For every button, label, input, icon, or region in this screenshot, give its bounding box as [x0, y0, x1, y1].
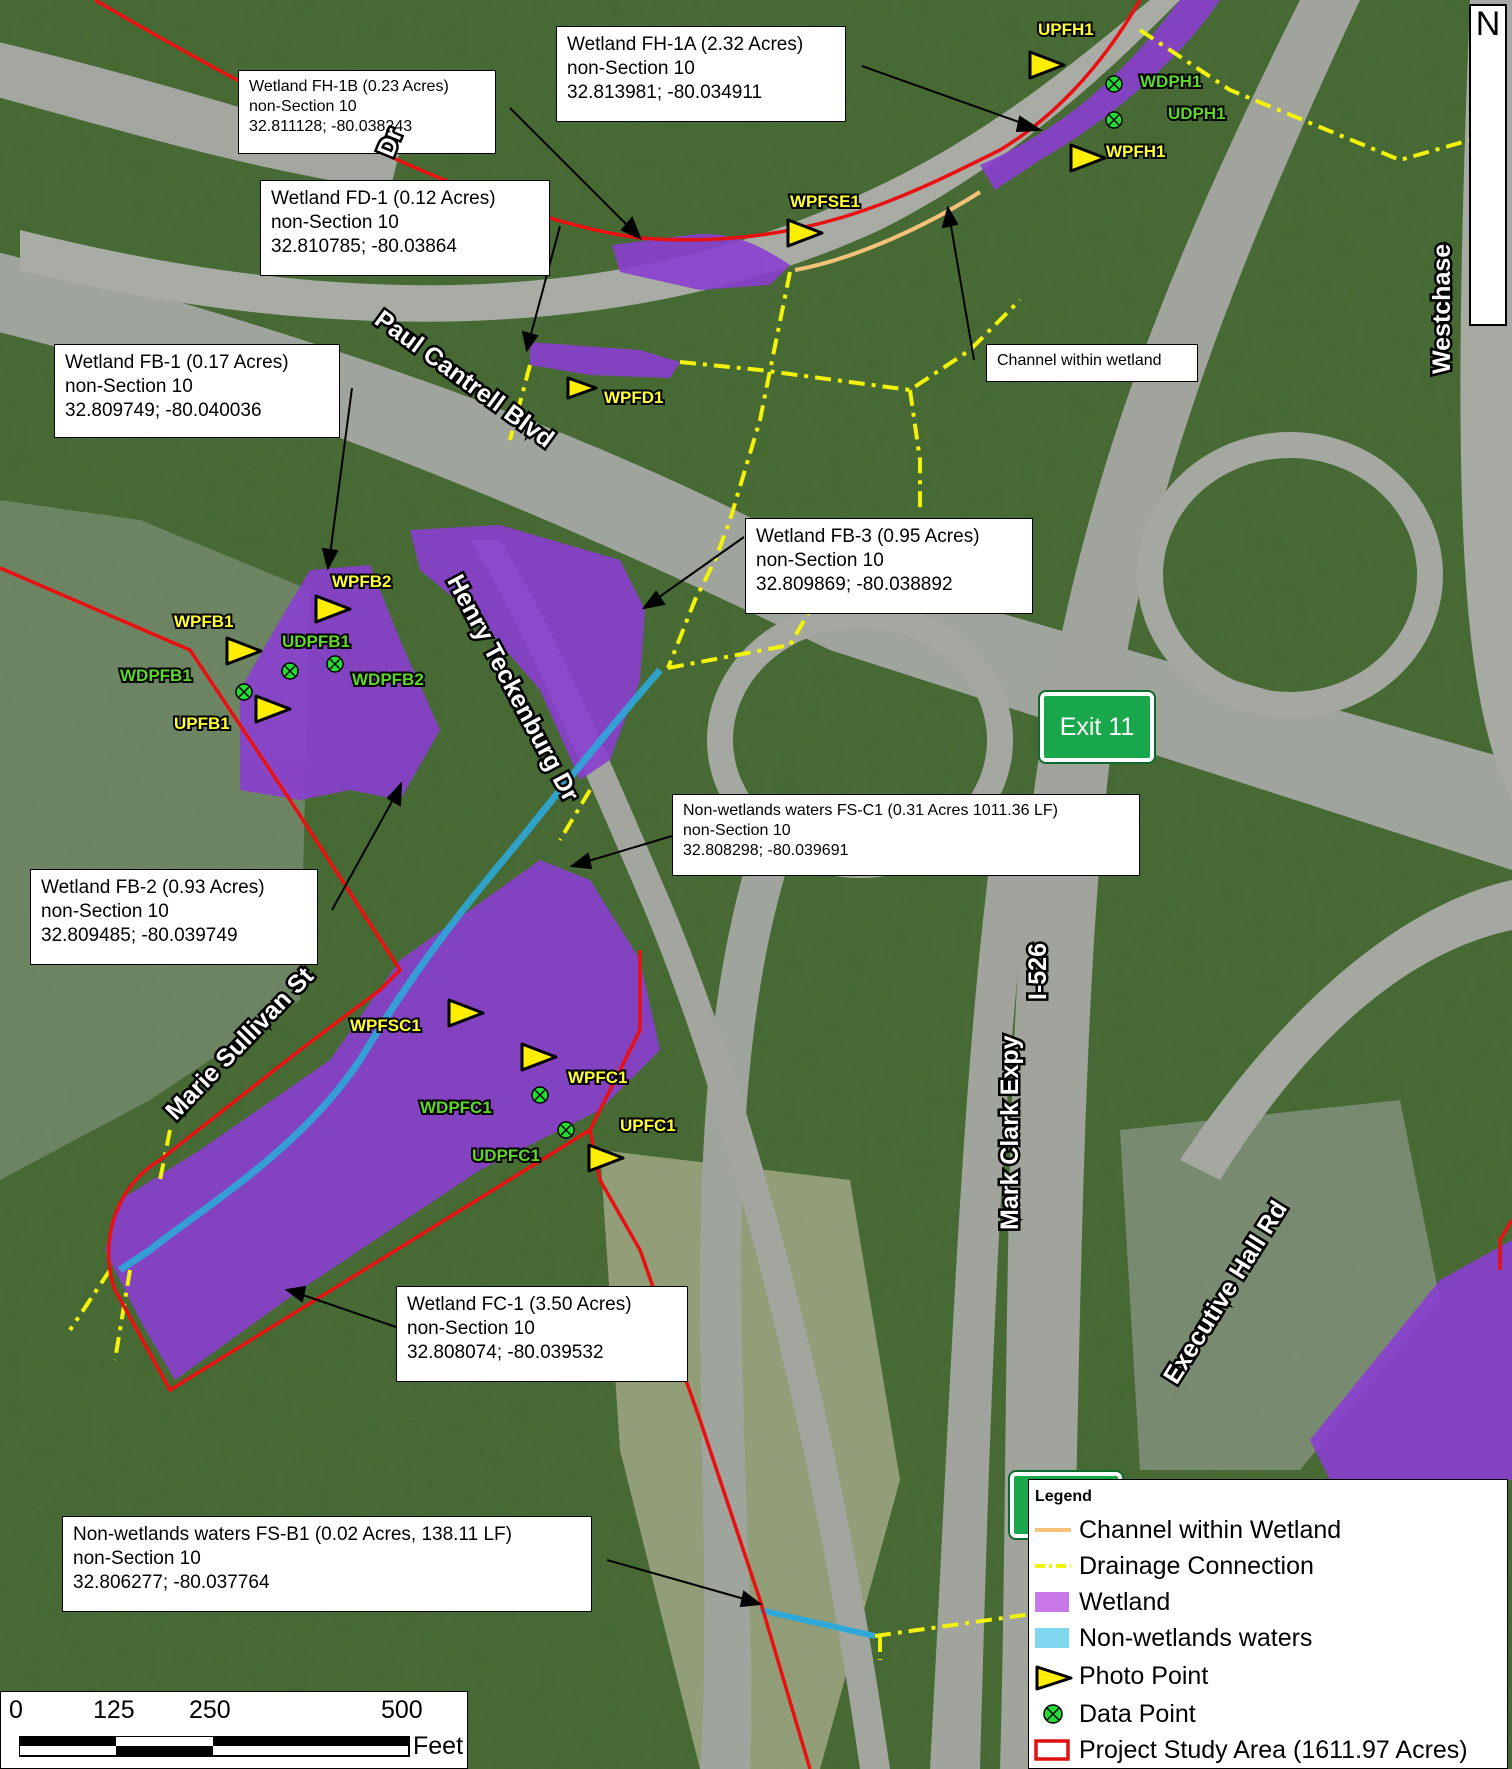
- callout-wetland-fb2: Wetland FB-2 (0.93 Acres) non-Section 10…: [30, 869, 318, 965]
- data-label-wdpfc1: WDPFC1: [418, 1096, 494, 1119]
- callout-wetland-fb1: Wetland FB-1 (0.17 Acres) non-Section 10…: [54, 344, 340, 438]
- callout-wetland-fb3: Wetland FB-3 (0.95 Acres) non-Section 10…: [745, 518, 1033, 614]
- photo-point-upfb1: [254, 694, 292, 724]
- ramp-north: [20, 0, 1180, 322]
- photo-point-wpfb1: [225, 636, 263, 666]
- photo-point-wpfh1: [1069, 143, 1107, 173]
- photo-point-wpfb2: [314, 594, 352, 624]
- road-label-i526: I-526: [1022, 941, 1055, 1003]
- legend-item-wetland: Wetland: [1033, 1584, 1503, 1620]
- photo-label-wpfb2: WPFB2: [330, 570, 393, 593]
- road-label-mark-clark-expy: Mark Clark Expy: [994, 1033, 1027, 1233]
- wetland-fh1a: [980, 0, 1220, 190]
- wetland-fc1: [105, 860, 660, 1380]
- legend-item-data-point: Data Point: [1033, 1696, 1503, 1732]
- data-point-udpfc1: [557, 1121, 575, 1139]
- legend-item-waters: Non-wetlands waters: [1033, 1620, 1503, 1656]
- wetland-polygons: [105, 0, 1512, 1480]
- legend-swatch-data-point: [1043, 1704, 1063, 1724]
- cloverleaf-loop-east: [1137, 432, 1443, 718]
- parking-lot-west: [0, 500, 310, 1180]
- callout-wetland-fh1b: Wetland FH-1B (0.23 Acres) non-Section 1…: [238, 70, 496, 154]
- scale-bar: 0 125 250 500 Feet: [0, 1691, 468, 1769]
- data-label-udph1: UDPH1: [1166, 102, 1228, 125]
- callout-waters-fs-c1: Non-wetlands waters FS-C1 (0.31 Acres 10…: [672, 794, 1140, 876]
- legend-item-drainage: Drainage Connection: [1033, 1548, 1503, 1584]
- wetland-east: [1310, 1240, 1512, 1480]
- channel-within-wetland: [794, 190, 982, 272]
- data-label-wdpfb2: WDPFB2: [350, 668, 426, 691]
- data-label-wdph1: WDPH1: [1138, 70, 1203, 93]
- data-label-udpfc1: UDPFC1: [470, 1144, 542, 1167]
- legend-swatch-channel: [1035, 1528, 1071, 1532]
- data-point-udph1: [1105, 111, 1123, 129]
- photo-point-upfc1: [587, 1143, 625, 1173]
- legend-swatch-drainage: [1035, 1564, 1071, 1568]
- wetland-fb1-fb2: [240, 565, 440, 800]
- wetland-fb3: [410, 525, 645, 780]
- scale-tick-125: 125: [93, 1696, 135, 1724]
- wetland-fd1: [530, 342, 680, 378]
- callout-wetland-fh1a: Wetland FH-1A (2.32 Acres) non-Section 1…: [556, 26, 846, 122]
- photo-label-wpfd1: WPFD1: [602, 386, 665, 409]
- photo-point-wpfd1: [566, 376, 598, 400]
- data-label-wdpfb1: WDPFB1: [118, 664, 194, 687]
- photo-label-upfb1: UPFB1: [172, 712, 232, 735]
- photo-label-wpfsc1: WPFSC1: [348, 1014, 423, 1037]
- legend-item-study-area: Project Study Area (1611.97 Acres): [1033, 1732, 1503, 1768]
- scale-tick-0: 0: [9, 1696, 23, 1724]
- callout-channel-within-wetland: Channel within wetland: [986, 344, 1198, 382]
- legend-item-photo-point: Photo Point: [1033, 1658, 1503, 1694]
- data-label-udpfb1: UDPFB1: [280, 630, 352, 653]
- photo-point-wpfc1: [520, 1042, 558, 1072]
- legend-swatch-wetland: [1035, 1592, 1069, 1612]
- photo-label-wpfse1: WPFSE1: [788, 190, 862, 213]
- scale-unit: Feet: [413, 1732, 464, 1760]
- north-label: N: [1475, 5, 1501, 43]
- data-point-wdph1: [1105, 75, 1123, 93]
- data-point-wdpfb2: [326, 655, 344, 673]
- legend-title: Legend: [1035, 1488, 1092, 1505]
- photo-point-wpfse1: [786, 218, 824, 248]
- photo-label-wpfc1: WPFC1: [566, 1066, 629, 1089]
- callout-leaders: [284, 65, 1044, 1608]
- callout-wetland-fc1: Wetland FC-1 (3.50 Acres) non-Section 10…: [396, 1286, 688, 1382]
- photo-label-wpfh1: WPFH1: [1104, 140, 1167, 163]
- photo-point-upfh1: [1028, 50, 1066, 80]
- henry-teckenburg-road: [470, 540, 890, 1769]
- north-arrow: N: [1469, 4, 1507, 326]
- data-point-udpfb1: [281, 662, 299, 680]
- photo-point-wpfsc1: [447, 998, 485, 1028]
- legend-swatch-study-area: [1034, 1739, 1070, 1761]
- exit-11-sign: Exit 11: [1040, 692, 1154, 762]
- data-point-wdpfc1: [531, 1086, 549, 1104]
- photo-label-upfc1: UPFC1: [618, 1114, 678, 1137]
- legend-swatch-waters: [1035, 1628, 1069, 1648]
- data-point-wdpfb1: [235, 683, 253, 701]
- scale-tick-500: 500: [381, 1696, 423, 1724]
- scale-tick-250: 250: [189, 1696, 231, 1724]
- photo-points: [225, 50, 1107, 1173]
- wetland-fh1b: [612, 234, 790, 290]
- scale-bar-graphic: [19, 1736, 410, 1757]
- legend: Legend Channel within Wetland Drainage C…: [1028, 1479, 1508, 1769]
- data-points: [235, 75, 1123, 1139]
- waters-fs-c1: [118, 667, 663, 1273]
- legend-item-channel: Channel within Wetland: [1033, 1512, 1503, 1548]
- callout-wetland-fd1: Wetland FD-1 (0.12 Acres) non-Section 10…: [260, 180, 550, 276]
- legend-swatch-photo-point: [1035, 1665, 1073, 1691]
- office-park-east: [1120, 1100, 1440, 1470]
- photo-label-wpfb1: WPFB1: [172, 610, 235, 633]
- callout-waters-fs-b1: Non-wetlands waters FS-B1 (0.02 Acres, 1…: [62, 1516, 592, 1612]
- photo-label-upfh1: UPFH1: [1036, 18, 1096, 41]
- waters-fs-b1: [759, 1607, 876, 1639]
- road-label-westchase: Westchase: [1426, 241, 1459, 376]
